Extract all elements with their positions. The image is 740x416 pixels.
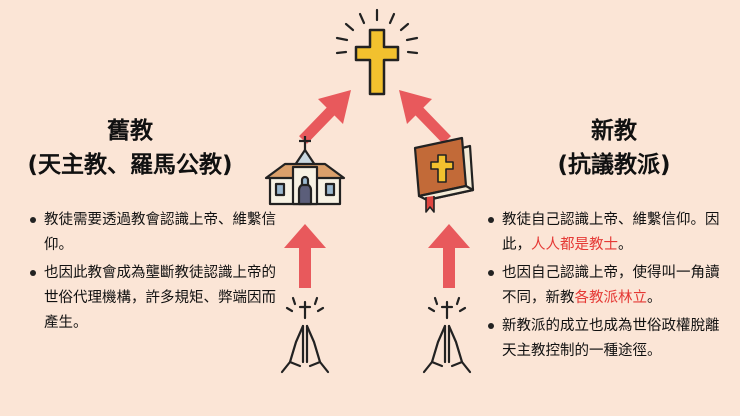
catholic-bullet: 教徒需要透過教會認識上帝、維繫信仰。 (28, 208, 280, 258)
arrow-icon (399, 90, 451, 144)
protestant-heading: 新教 (抗議教派) (502, 114, 726, 182)
protestant-title: 新教 (591, 118, 637, 144)
catholic-bullet-list: 教徒需要透過教會認識上帝、維繫信仰。 也因此教會成為壟斷教徒認識上帝的世俗代理機… (28, 208, 280, 339)
catholic-subtitle: (天主教、羅馬公教) (27, 152, 233, 178)
arrow-icon (299, 90, 351, 144)
protestant-bullet: 也因自己認識上帝，使得叫一角讀不同，新教各教派林立。 (486, 261, 722, 311)
catholic-heading: 舊教 (天主教、羅馬公教) (14, 114, 246, 182)
protestant-subtitle: (抗議教派) (557, 152, 671, 178)
bullet-text: 教徒自己認識上帝、維繫信仰。因此， (502, 212, 720, 253)
highlight-text: 各教派林立 (574, 290, 648, 306)
catholic-bullet: 也因此教會成為壟斷教徒認識上帝的世俗代理機構，許多規矩、弊端因而產生。 (28, 261, 280, 336)
bullet-text: 也因自己認識上帝，使得叫一角讀不同，新教 (502, 265, 720, 306)
bullet-text: 。 (618, 237, 633, 253)
church-icon (264, 136, 346, 206)
praying-hands-icon (280, 296, 330, 374)
bullet-text: 新教派的成立也成為世俗政權脫離天主教控制的一種途徑。 (502, 318, 720, 359)
arrow-icon (284, 224, 326, 288)
protestant-bullet-list: 教徒自己認識上帝、維繫信仰。因此，人人都是教士。 也因自己認識上帝，使得叫一角讀… (486, 208, 722, 367)
catholic-title: 舊教 (107, 118, 153, 144)
arrow-icon (428, 224, 470, 288)
bullet-text: 。 (647, 290, 662, 306)
praying-hands-icon (422, 296, 472, 374)
protestant-bullet: 教徒自己認識上帝、維繫信仰。因此，人人都是教士。 (486, 208, 722, 258)
protestant-bullet: 新教派的成立也成為世俗政權脫離天主教控制的一種途徑。 (486, 314, 722, 364)
bible-icon (413, 136, 475, 213)
highlight-text: 人人都是教士 (531, 237, 618, 253)
radiant-cross-icon (335, 8, 419, 96)
